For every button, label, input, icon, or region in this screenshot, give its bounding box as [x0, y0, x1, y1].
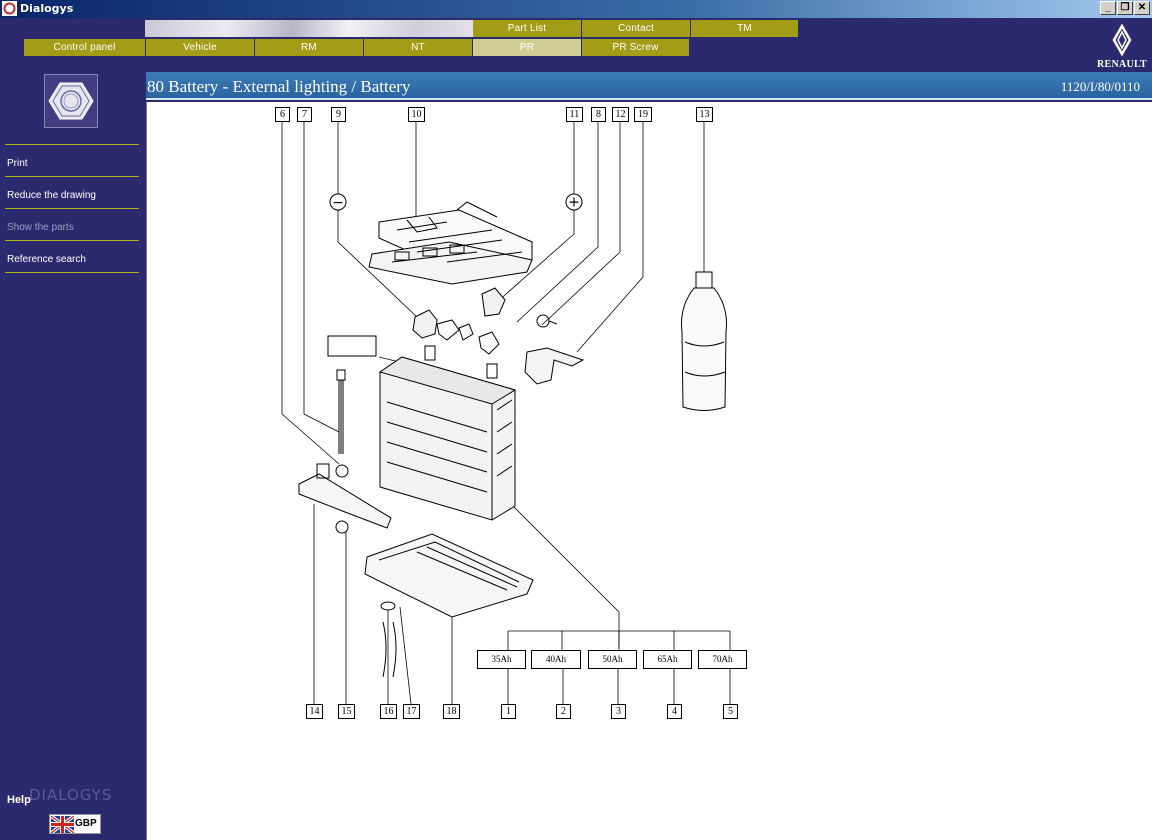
sidebar-divider — [5, 272, 139, 273]
tab-part-list[interactable]: Part List — [473, 20, 582, 37]
polarity-markers: − + — [329, 193, 583, 211]
capacity-40ah: 40Ah — [531, 650, 581, 669]
header-band: Part List Contact TM Control panel Vehic… — [0, 18, 1152, 72]
callout-2[interactable]: 2 — [556, 704, 571, 719]
callout-8[interactable]: 8 — [591, 107, 606, 122]
capacity-50ah: 50Ah — [588, 650, 637, 669]
help-link[interactable]: Help — [7, 794, 31, 806]
callout-9[interactable]: 9 — [331, 107, 346, 122]
sidebar-divider — [5, 144, 139, 145]
sidebar-item-show-parts: Show the parts — [7, 222, 74, 233]
uk-flag-icon — [51, 816, 74, 833]
tab-rm[interactable]: RM — [255, 39, 364, 56]
language-selector[interactable]: GBP — [49, 814, 101, 834]
tab-pr[interactable]: PR — [473, 39, 582, 56]
sidebar-divider — [5, 208, 139, 209]
restore-button[interactable]: ❐ — [1117, 1, 1133, 15]
sidebar-item-print[interactable]: Print — [7, 158, 28, 169]
callout-11[interactable]: 11 — [566, 107, 583, 122]
sidebar: Print Reduce the drawing Show the parts … — [0, 72, 146, 840]
callout-17[interactable]: 17 — [403, 704, 420, 719]
battery-tray-part — [364, 533, 534, 618]
battery-exploded-drawing: − + — [281, 122, 731, 705]
battery-label-box — [327, 335, 377, 357]
dialogys-watermark: DIALOGYS — [29, 786, 113, 804]
renault-logo: RENAULT — [1096, 23, 1148, 70]
drawing-reference: 1120/I/80/0110 — [1060, 79, 1140, 94]
clamp-bracket-part — [298, 463, 392, 534]
callout-13[interactable]: 13 — [696, 107, 713, 122]
tab-nt[interactable]: NT — [364, 39, 473, 56]
callout-16[interactable]: 16 — [380, 704, 397, 719]
callout-14[interactable]: 14 — [306, 704, 323, 719]
battery-body-part — [378, 345, 517, 521]
window-title: Dialogys — [20, 2, 74, 15]
minus-symbol: − — [332, 195, 344, 211]
close-button[interactable]: ✕ — [1134, 1, 1150, 15]
terminal-clamps-part — [412, 287, 585, 385]
hex-nut-icon — [44, 74, 98, 128]
minimize-button[interactable]: _ — [1100, 1, 1116, 15]
sidebar-divider — [5, 240, 139, 241]
plus-terminal-icon — [565, 193, 583, 211]
title-bar: Dialogys _ ❐ ✕ — [0, 0, 1152, 18]
plus-symbol: + — [568, 195, 580, 211]
dialogys-app-icon — [2, 1, 17, 16]
header-decoration — [145, 20, 473, 37]
drain-hose-part — [380, 601, 397, 678]
page-title: 80 Battery - External lighting / Battery — [147, 77, 411, 96]
language-code: GBP — [75, 818, 97, 829]
callout-7[interactable]: 7 — [297, 107, 312, 122]
leader-lines — [281, 122, 731, 705]
tab-pr-screw[interactable]: PR Screw — [582, 39, 690, 56]
sidebar-item-reference-search[interactable]: Reference search — [7, 254, 86, 265]
callout-10[interactable]: 10 — [408, 107, 425, 122]
callout-15[interactable]: 15 — [338, 704, 355, 719]
capacity-70ah: 70Ah — [698, 650, 747, 669]
minus-terminal-icon — [329, 193, 347, 211]
renault-diamond-icon — [1112, 23, 1132, 57]
callout-19[interactable]: 19 — [634, 107, 652, 122]
capacity-65ah: 65Ah — [643, 650, 692, 669]
brand-name: RENAULT — [1096, 59, 1148, 70]
callout-1[interactable]: 1 — [501, 704, 516, 719]
callout-5[interactable]: 5 — [723, 704, 738, 719]
sidebar-divider — [5, 176, 139, 177]
tab-contact[interactable]: Contact — [582, 20, 691, 37]
capacity-35ah: 35Ah — [477, 650, 526, 669]
callout-12[interactable]: 12 — [612, 107, 629, 122]
callout-6[interactable]: 6 — [275, 107, 290, 122]
water-bottle-part — [681, 271, 727, 411]
drawing-canvas: − + — [146, 102, 1152, 840]
tab-vehicle[interactable]: Vehicle — [146, 39, 255, 56]
page-title-bar: 80 Battery - External lighting / Battery… — [146, 72, 1152, 100]
callout-18[interactable]: 18 — [443, 704, 460, 719]
hold-down-bolt-part — [335, 369, 349, 478]
callout-3[interactable]: 3 — [611, 704, 626, 719]
callout-4[interactable]: 4 — [667, 704, 682, 719]
tab-control-panel[interactable]: Control panel — [24, 39, 146, 56]
tab-tm[interactable]: TM — [691, 20, 799, 37]
battery-cover-part — [368, 201, 533, 285]
sidebar-item-reduce-drawing[interactable]: Reduce the drawing — [7, 190, 96, 201]
